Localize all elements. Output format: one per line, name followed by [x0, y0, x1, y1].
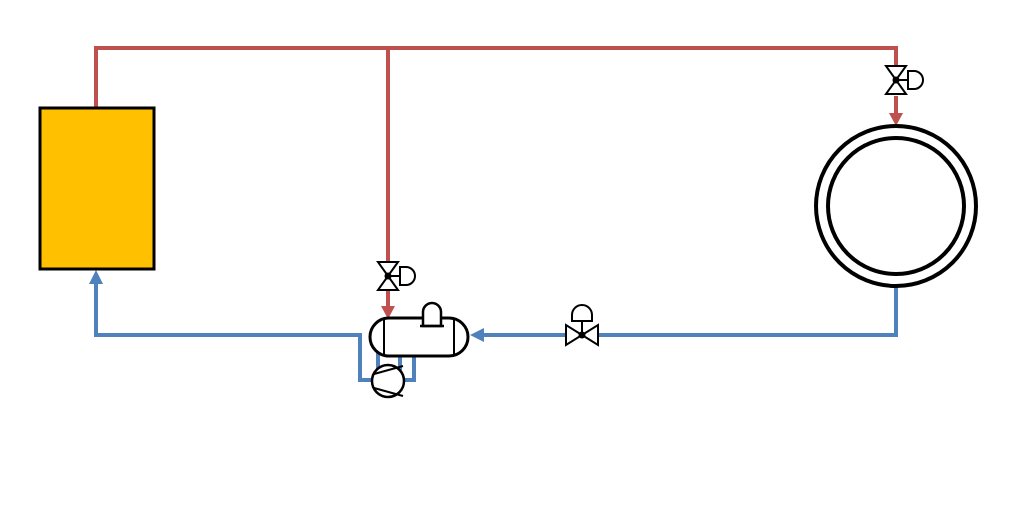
- tank-icon: [368, 301, 470, 358]
- supply-header-pipe: [94, 46, 898, 108]
- return-from-exchanger-pipe: [598, 286, 898, 337]
- three-way-valve-icon: [884, 65, 924, 95]
- return-line: [94, 282, 898, 382]
- pump-icon: [370, 363, 406, 399]
- return-arrowhead-tank: [470, 328, 484, 342]
- heat-exchanger-icon: [814, 124, 978, 288]
- supply-line: [94, 46, 898, 306]
- pump-suction-pipe: [94, 282, 380, 382]
- three-way-valve-icon: [376, 261, 416, 291]
- supply-arrowhead-exchanger: [889, 113, 903, 126]
- control-valve-icon: [565, 304, 599, 347]
- supply-arrowhead-tank: [381, 306, 395, 319]
- boiler-icon: [38, 106, 156, 271]
- return-arrowhead-boiler: [89, 270, 103, 284]
